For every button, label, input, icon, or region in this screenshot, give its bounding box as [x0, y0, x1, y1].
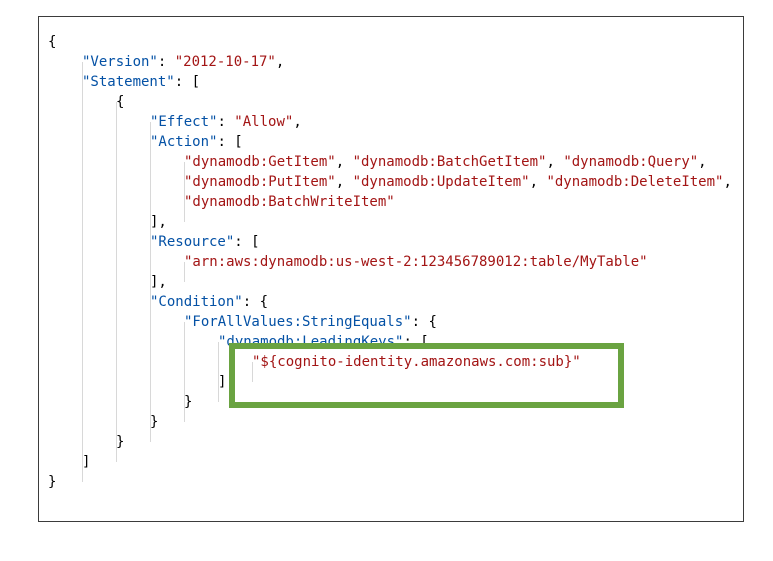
code-line: ],: [150, 272, 167, 292]
code-line: "dynamodb:GetItem", "dynamodb:BatchGetIt…: [184, 154, 707, 170]
code-line: "dynamodb:BatchWriteItem": [184, 192, 395, 212]
code-line: ],: [150, 212, 167, 232]
json-bracket: ]: [82, 454, 91, 470]
json-brace: }: [116, 434, 125, 450]
code-line: }: [150, 412, 158, 432]
code-line: }: [116, 432, 124, 452]
statement-key: "Statement": [82, 74, 175, 90]
json-policy-editor[interactable]: { "Version": "2012-10-17", "Statement": …: [38, 16, 744, 522]
code-line: "${cognito-identity.amazonaws.com:sub}": [252, 352, 581, 372]
json-bracket: [: [251, 234, 260, 250]
indent-guide: [252, 362, 253, 382]
resource-key: "Resource": [150, 234, 235, 250]
effect-value: "Allow": [234, 114, 294, 130]
code-line: }: [48, 472, 56, 492]
code-line: {: [116, 92, 124, 112]
code-line: "ForAllValues:StringEquals": {: [184, 314, 437, 330]
forallvalues-key: "ForAllValues:StringEquals": [184, 314, 412, 330]
code-line: }: [184, 392, 192, 412]
json-brace: {: [259, 294, 269, 310]
json-bracket: [: [420, 334, 429, 350]
json-bracket: [: [191, 74, 201, 90]
code-line: "Condition": {: [150, 294, 269, 310]
code-line: "Statement": [: [82, 74, 201, 90]
code-line: "Effect": "Allow",: [150, 114, 302, 130]
action-item: "dynamodb:PutItem": [184, 174, 336, 190]
action-item: "dynamodb:Query": [563, 154, 699, 170]
json-brace: {: [116, 94, 125, 110]
version-key: "Version": [82, 54, 158, 70]
indent-guide: [184, 162, 185, 222]
indent-guide: [218, 342, 219, 402]
code-line: "dynamodb:PutItem", "dynamodb:UpdateItem…: [184, 174, 732, 190]
action-key: "Action": [150, 134, 218, 150]
code-line: "Action": [: [150, 134, 243, 150]
action-item: "dynamodb:BatchGetItem": [352, 154, 547, 170]
json-brace: }: [184, 394, 193, 410]
json-brace: }: [48, 474, 57, 490]
leading-keys-key: "dynamodb:LeadingKeys": [218, 334, 404, 350]
condition-key: "Condition": [150, 294, 243, 310]
json-brace: {: [428, 314, 437, 330]
action-item: "dynamodb:UpdateItem": [352, 174, 530, 190]
json-brace: {: [48, 34, 57, 50]
code-line: ]: [218, 372, 226, 392]
effect-key: "Effect": [150, 114, 218, 130]
action-item: "dynamodb:DeleteItem": [546, 174, 724, 190]
code-line: {: [48, 32, 56, 52]
code-line: "arn:aws:dynamodb:us-west-2:123456789012…: [184, 252, 648, 272]
cognito-sub-variable: "${cognito-identity.amazonaws.com:sub}": [252, 354, 581, 370]
indent-guide: [184, 262, 185, 282]
code-line: "Resource": [: [150, 234, 260, 250]
json-bracket: ]: [218, 374, 227, 390]
json-bracket: ],: [150, 214, 167, 230]
code-line: ]: [82, 452, 90, 472]
json-bracket: [: [234, 134, 243, 150]
indent-guide: [184, 322, 185, 422]
resource-arn: "arn:aws:dynamodb:us-west-2:123456789012…: [184, 254, 648, 270]
code-line: "dynamodb:LeadingKeys": [: [218, 334, 429, 350]
json-bracket: ],: [150, 274, 167, 290]
indent-guide: [150, 122, 151, 442]
action-item: "dynamodb:GetItem": [184, 154, 336, 170]
indent-guide: [82, 62, 83, 482]
code-line: "Version": "2012-10-17",: [82, 54, 285, 70]
version-value: "2012-10-17": [174, 54, 276, 70]
json-brace: }: [150, 414, 159, 430]
indent-guide: [116, 102, 117, 462]
action-item: "dynamodb:BatchWriteItem": [184, 194, 395, 210]
